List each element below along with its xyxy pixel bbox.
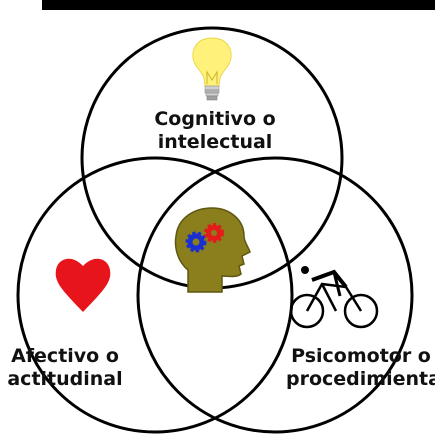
label-afectivo: Afectivo o actitudinal [6, 345, 124, 391]
label-cognitivo: Cognitivo o intelectual [130, 108, 300, 154]
lightbulb-icon [192, 37, 232, 101]
label-psicomotor-line1: Psicomotor o [291, 345, 431, 367]
label-psicomotor: Psicomotor o procedimiental [286, 345, 435, 391]
heart-icon [55, 258, 111, 312]
header-bar [42, 0, 435, 10]
label-afectivo-line1: Afectivo o [11, 345, 119, 367]
label-afectivo-line2: actitudinal [7, 368, 123, 390]
label-psicomotor-line2: procedimiental [286, 368, 435, 390]
label-cognitivo-line1: Cognitivo o [154, 108, 276, 130]
head-gears-icon [174, 207, 251, 293]
circle-afectivo [16, 156, 294, 434]
circle-psicomotor [136, 156, 414, 434]
label-cognitivo-line2: intelectual [157, 131, 273, 153]
cyclist-icon [289, 266, 379, 329]
